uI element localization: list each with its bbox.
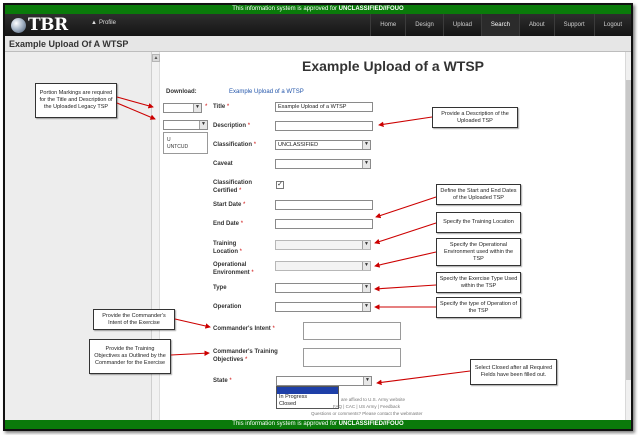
marking-option[interactable]: UNTCUD	[167, 144, 189, 150]
caveat-select[interactable]: ▼	[275, 159, 371, 169]
navbar: TBR ▲ Profile Home Design Upload Search …	[5, 14, 631, 36]
collapse-arrow-icon[interactable]: ▲	[152, 54, 160, 62]
chevron-down-icon: ▼	[362, 241, 370, 249]
globe-icon	[11, 17, 26, 33]
start-date-input[interactable]	[275, 200, 373, 210]
callout-dates: Define the Start and End Dates of the Up…	[436, 184, 521, 205]
header-title: Example Upload Of A WTSP	[9, 39, 129, 49]
download-label: Download:	[166, 89, 197, 95]
scrollbar-thumb[interactable]	[626, 80, 631, 380]
nav-links: Home Design Upload Search About Support …	[370, 14, 631, 36]
chevron-down-icon: ▼	[362, 141, 370, 149]
classification-banner-top: This information system is approved for …	[5, 5, 631, 14]
footer-links[interactable]: FAQ | CAC | US Army | Feedback	[333, 404, 401, 409]
profile-link[interactable]: ▲ Profile	[91, 20, 116, 26]
operation-label: Operation	[213, 304, 242, 310]
state-option-in-progress[interactable]: In Progress	[279, 394, 308, 400]
classification-select[interactable]: UNCLASSIFIED ▼	[275, 140, 371, 150]
callout-description: Provide a Description of the Uploaded TS…	[432, 107, 518, 128]
end-date-label: End Date *	[213, 221, 244, 227]
footer-line-1: are affixed to U.S. Army website	[341, 397, 405, 402]
callout-type: Specify the Exercise Type Used within th…	[436, 272, 521, 293]
nav-upload[interactable]: Upload	[442, 14, 481, 36]
description-label: Description *	[213, 123, 251, 129]
title-input[interactable]: Example Upload of a WTSP	[275, 102, 373, 112]
callout-state: Select Closed after all Required Fields …	[470, 359, 557, 385]
title-marking-required: *	[205, 104, 208, 110]
title-label: Title *	[213, 104, 230, 110]
type-label: Type	[213, 285, 227, 291]
person-icon: ▲	[91, 20, 97, 26]
start-date-label: Start Date *	[213, 202, 246, 208]
classification-label: Classification *	[213, 142, 257, 148]
screenshot-frame: This information system is approved for …	[3, 3, 633, 431]
end-date-input[interactable]	[275, 219, 373, 229]
nav-logout[interactable]: Logout	[593, 14, 631, 36]
state-option-empty[interactable]	[277, 387, 338, 394]
page-title: Example Upload of a WTSP	[301, 58, 485, 74]
marking-option[interactable]: U	[167, 137, 171, 143]
description-marking-select[interactable]: ▼	[163, 120, 208, 130]
chevron-down-icon: ▼	[193, 104, 201, 112]
panel-splitter[interactable]: ▲	[152, 52, 160, 420]
page-header: Example Upload Of A WTSP	[5, 36, 631, 52]
caveat-label: Caveat	[213, 161, 233, 167]
main-scrollbar[interactable]	[625, 52, 631, 420]
nav-about[interactable]: About	[518, 14, 554, 36]
commanders-intent-textarea[interactable]	[303, 322, 401, 340]
download-link[interactable]: Example Upload of a WTSP	[229, 89, 304, 95]
tbr-logo[interactable]: TBR	[11, 15, 68, 35]
state-options-list[interactable]: In Progress Closed	[276, 386, 339, 409]
training-location-select[interactable]: ▼	[275, 240, 371, 250]
nav-home[interactable]: Home	[370, 14, 405, 36]
operational-environment-select[interactable]: ▼	[275, 261, 371, 271]
classification-banner-bottom: This information system is approved for …	[5, 420, 631, 429]
description-input[interactable]	[275, 121, 373, 131]
callout-operation: Specify the type of Operation of the TSP	[436, 297, 521, 318]
title-marking-select[interactable]: ▼	[163, 103, 202, 113]
chevron-down-icon: ▼	[362, 262, 370, 270]
commanders-training-objectives-textarea[interactable]	[303, 348, 401, 367]
callout-training-objectives: Provide the Training Objectives as Outli…	[89, 339, 171, 374]
callout-portion-markings: Portion Markings are required for the Ti…	[35, 83, 117, 118]
main-content: Example Upload of a WTSP Download: Examp…	[161, 52, 625, 420]
nav-support[interactable]: Support	[553, 14, 594, 36]
type-select[interactable]: ▼	[275, 283, 371, 293]
commanders-intent-label: Commander's Intent *	[213, 326, 275, 332]
nav-design[interactable]: Design	[405, 14, 443, 36]
nav-search[interactable]: Search	[480, 14, 519, 36]
operation-select[interactable]: ▼	[275, 302, 371, 312]
state-option-closed[interactable]: Closed	[279, 401, 297, 407]
callout-operational-environment: Specify the Operational Environment used…	[436, 238, 521, 266]
chevron-down-icon: ▼	[362, 284, 370, 292]
chevron-down-icon: ▼	[363, 377, 371, 385]
callout-commanders-intent: Provide the Commander's Intent of the Ex…	[93, 309, 175, 330]
state-label: State *	[213, 378, 232, 384]
chevron-down-icon: ▼	[199, 121, 207, 129]
footer-contact: Questions or comments? Please contact th…	[311, 411, 423, 416]
state-select[interactable]: ▼	[276, 376, 372, 386]
marking-options-list[interactable]: U UNTCUD	[163, 132, 208, 154]
chevron-down-icon: ▼	[362, 303, 370, 311]
classification-certified-checkbox[interactable]: ✓	[276, 181, 284, 189]
chevron-down-icon: ▼	[362, 160, 370, 168]
callout-training-location: Specify the Training Location	[436, 212, 521, 233]
